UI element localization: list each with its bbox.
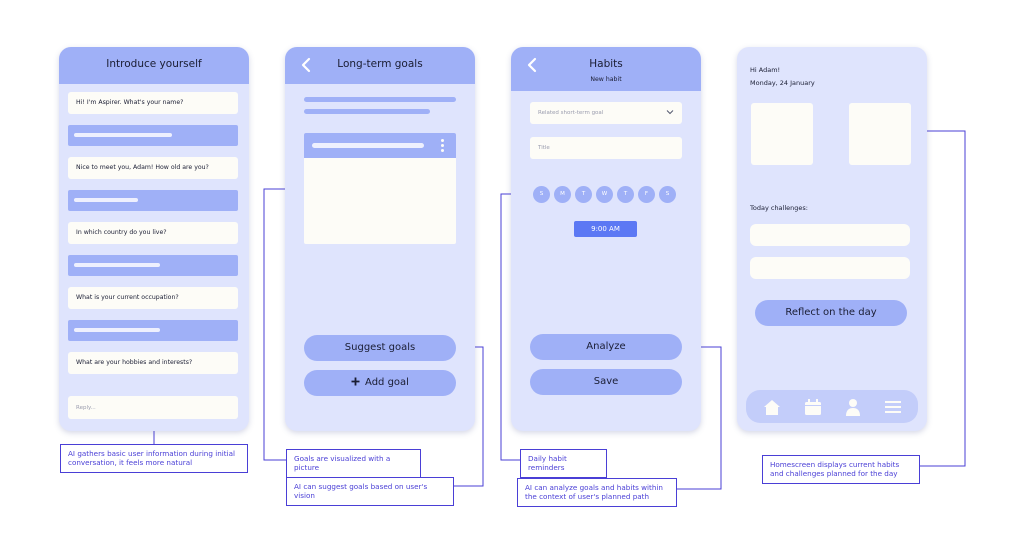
phone-introduce-yourself: Introduce yourself Hi! I'm Aspirer. What… [59, 47, 249, 431]
time-picker[interactable]: 9:00 AM [574, 221, 637, 237]
annotation-homescreen: Homescreen displays current habits and c… [762, 455, 920, 484]
annotation-goal-visual: Goals are visualized with a picture [286, 449, 421, 478]
add-goal-label: Add goal [365, 377, 409, 388]
goal-select-placeholder: Related short-term goal [538, 110, 604, 116]
user-reply [68, 125, 238, 146]
add-goal-button[interactable]: Add goal [304, 370, 456, 396]
text-placeholder [304, 109, 430, 114]
header: Long-term goals [285, 47, 475, 84]
day-toggle-monday[interactable]: M [554, 186, 571, 203]
day-toggle-tuesday[interactable]: T [575, 186, 592, 203]
header: Introduce yourself [59, 47, 249, 84]
calendar-icon[interactable] [804, 398, 822, 416]
phone-habits: Habits New habit Related short-term goal… [511, 47, 701, 431]
day-toggle-sunday[interactable]: S [533, 186, 550, 203]
challenge-item[interactable] [750, 224, 910, 246]
goal-select[interactable]: Related short-term goal [530, 102, 682, 124]
annotation-onboarding-chat: AI gathers basic user information during… [60, 444, 248, 473]
back-icon[interactable] [525, 57, 539, 73]
reflect-button[interactable]: Reflect on the day [755, 300, 907, 326]
reply-input[interactable]: Reply... [68, 396, 238, 419]
phone-long-term-goals: Long-term goals Suggest goals Add goal [285, 47, 475, 431]
page-title: Long-term goals [337, 58, 423, 70]
bot-message: In which country do you live? [68, 222, 238, 244]
date-label: Monday, 24 January [750, 79, 815, 87]
day-toggle-thursday[interactable]: T [617, 186, 634, 203]
day-toggle-saturday[interactable]: S [659, 186, 676, 203]
bot-message: Hi! I'm Aspirer. What's your name? [68, 92, 238, 114]
analyze-button[interactable]: Analyze [530, 334, 682, 360]
day-toggle-wednesday[interactable]: W [596, 186, 613, 203]
habit-widget[interactable] [849, 103, 911, 165]
challenges-label: Today challenges: [750, 204, 808, 212]
user-reply [68, 190, 238, 211]
text-placeholder [304, 97, 456, 102]
user-reply [68, 255, 238, 276]
back-icon[interactable] [299, 57, 313, 73]
annotation-suggest-goals: AI can suggest goals based on user's vis… [286, 477, 454, 506]
menu-icon[interactable] [884, 398, 902, 416]
plus-icon [351, 377, 360, 386]
phone-homescreen: Hi Adam! Monday, 24 January Today challe… [737, 47, 927, 431]
challenge-item[interactable] [750, 257, 910, 279]
title-input[interactable]: Title [530, 137, 682, 159]
suggest-goals-button[interactable]: Suggest goals [304, 335, 456, 361]
bot-message: What is your current occupation? [68, 287, 238, 309]
greeting: Hi Adam! [750, 66, 781, 74]
more-options-icon[interactable] [441, 139, 444, 153]
save-button[interactable]: Save [530, 369, 682, 395]
annotation-analyze: AI can analyze goals and habits within t… [517, 478, 677, 507]
page-subtitle: New habit [590, 76, 622, 83]
goal-card[interactable] [304, 133, 456, 244]
bottom-tab-bar [746, 390, 918, 423]
header: Habits New habit [511, 47, 701, 91]
chevron-down-icon [666, 110, 674, 115]
page-title: Habits [589, 58, 623, 70]
home-icon[interactable] [763, 398, 781, 416]
annotation-habit-reminders: Daily habit reminders [520, 449, 607, 478]
bot-message: What are your hobbies and interests? [68, 352, 238, 374]
habit-widget[interactable] [751, 103, 813, 165]
bot-message: Nice to meet you, Adam! How old are you? [68, 157, 238, 179]
day-toggle-friday[interactable]: F [638, 186, 655, 203]
user-reply [68, 320, 238, 341]
goal-card-header [304, 133, 456, 158]
page-title: Introduce yourself [106, 58, 202, 70]
profile-icon[interactable] [844, 398, 862, 416]
